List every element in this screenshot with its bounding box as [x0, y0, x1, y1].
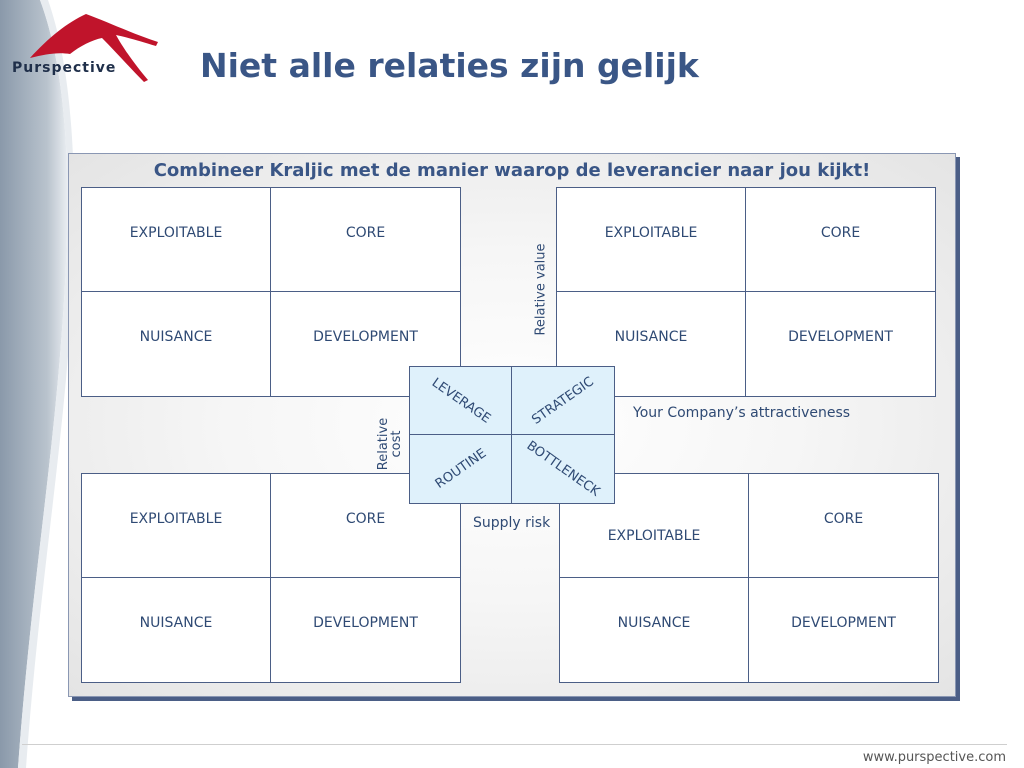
matrix-cell-nuisance: NUISANCE — [82, 578, 271, 682]
axis-label-attractiveness: Your Company’s attractiveness — [633, 405, 851, 421]
matrix-cell-exploitable: EXPLOITABLE — [82, 188, 271, 292]
brand-name: Purspective — [12, 60, 117, 76]
matrix-cell-nuisance: NUISANCE — [560, 578, 749, 682]
matrix-cell-nuisance: NUISANCE — [557, 292, 746, 396]
matrix-cell-core: CORE — [271, 474, 460, 578]
footer-divider — [22, 744, 1007, 745]
footer-url: www.purspective.com — [862, 750, 1006, 765]
matrix-cell-core: CORE — [749, 474, 938, 578]
kraljic-cell-strategic: STRATEGIC — [512, 367, 614, 435]
matrix-cell-core: CORE — [746, 188, 935, 292]
axis-label-supply-risk: Supply risk — [473, 515, 551, 531]
kraljic-cell-bottleneck: BOTTLENECK — [523, 438, 603, 500]
axis-label-relative-value: Relative value — [533, 243, 549, 336]
supplier-matrix-bottom-right: EXPLOITABLE CORE NUISANCE DEVELOPMENT — [559, 473, 939, 683]
kraljic-cell-routine: ROUTINE — [410, 435, 512, 503]
matrix-cell-exploitable: EXPLOITABLE — [557, 188, 746, 292]
matrix-cell-exploitable: EXPLOITABLE — [560, 474, 749, 578]
panel-title: Combineer Kraljic met de manier waarop d… — [153, 160, 871, 181]
kraljic-matrix: LEVERAGE STRATEGIC ROUTINE BOTTLENECK — [409, 366, 615, 504]
axis-label-relative-cost: Relative cost — [376, 417, 404, 471]
matrix-cell-development: DEVELOPMENT — [791, 615, 896, 631]
supplier-matrix-top-right: EXPLOITABLE CORE NUISANCE DEVELOPMENT — [556, 187, 936, 397]
matrix-cell-development: DEVELOPMENT — [313, 615, 418, 631]
matrix-cell-exploitable: EXPLOITABLE — [82, 474, 271, 578]
matrix-cell-core: CORE — [271, 188, 460, 292]
matrix-cell-nuisance: NUISANCE — [82, 292, 271, 396]
matrix-cell-development: DEVELOPMENT — [313, 329, 418, 345]
supplier-matrix-bottom-left: EXPLOITABLE CORE NUISANCE DEVELOPMENT — [81, 473, 461, 683]
supplier-matrix-top-left: EXPLOITABLE CORE NUISANCE DEVELOPMENT — [81, 187, 461, 397]
kraljic-cell-leverage: LEVERAGE — [410, 367, 512, 435]
matrix-cell-development: DEVELOPMENT — [788, 329, 893, 345]
page-title: Niet alle relaties zijn gelijk — [200, 46, 699, 85]
decorative-swoosh — [0, 0, 75, 768]
purspective-logo — [30, 14, 158, 82]
